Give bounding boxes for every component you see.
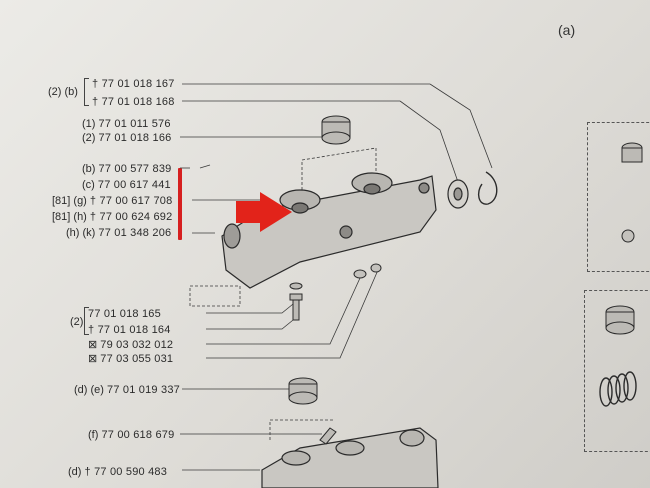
part-number: † 77 00 590 483 (84, 466, 168, 478)
red-arrow (236, 192, 292, 232)
part-number: † 77 00 617 708 (89, 195, 173, 207)
part-label: ⊠ 77 03 055 031 (88, 353, 173, 365)
label-prefix: [81] (h) (52, 211, 87, 223)
label-prefix: (d) (e) (74, 384, 104, 396)
part-number: 79 03 032 012 (100, 339, 174, 351)
dashed-guide (301, 147, 377, 190)
bleed-screw (289, 282, 303, 321)
part-label: † 77 01 018 164 (88, 324, 171, 336)
label-prefix: (d) (68, 466, 82, 478)
detail-box-top (587, 122, 650, 272)
part-label: (d) † 77 00 590 483 (68, 466, 167, 478)
dashed-guide (269, 419, 335, 440)
small-nut (353, 263, 382, 279)
part-label: (2) (b) (48, 86, 78, 98)
label-prefix: (2) (70, 316, 84, 328)
part-number: 77 01 011 576 (98, 118, 171, 130)
part-number: 77 01 018 165 (88, 308, 161, 320)
part-label: (2) (70, 316, 83, 328)
label-prefix: (1) (82, 118, 96, 130)
detail-spring (599, 371, 637, 407)
part-label: (1) 77 01 011 576 (82, 118, 171, 130)
label-prefix: [81] (g) (52, 195, 87, 207)
label-prefix: (c) (82, 179, 95, 191)
leader-line (199, 164, 211, 169)
label-prefix: (f) (88, 429, 99, 441)
leader-line (180, 123, 336, 138)
part-number: † 77 01 018 167 (92, 78, 175, 90)
part-number: 77 00 617 441 (97, 179, 171, 191)
lower-cylinder (261, 427, 439, 488)
detail-plug-bottom (605, 305, 635, 335)
detail-plug-top (621, 142, 643, 163)
part-number: † 77 00 624 692 (89, 211, 173, 223)
detail-spring-clip (621, 229, 635, 243)
bracket (84, 307, 89, 335)
part-label: (b) 77 00 577 839 (82, 163, 171, 175)
label-prefix: (h) (k) (66, 227, 96, 239)
washer (447, 179, 469, 209)
bracket (84, 78, 89, 106)
leader-line (206, 315, 299, 330)
sheet-reference: (a) (558, 22, 576, 38)
part-number: 77 00 577 839 (98, 163, 172, 175)
red-highlight-bar (178, 168, 182, 240)
part-label: † 77 01 018 167 (92, 78, 175, 90)
part-label: (c) 77 00 617 441 (82, 179, 171, 191)
label-prefix: (2) (82, 132, 96, 144)
part-label: (f) 77 00 618 679 (88, 429, 174, 441)
label-prefix: ⊠ (88, 339, 98, 351)
detail-box-bottom (584, 290, 650, 452)
label-prefix: (2) (b) (48, 86, 78, 98)
lower-plug (288, 377, 318, 405)
dashed-outline (189, 285, 241, 307)
pin (319, 427, 337, 445)
leader-line (206, 277, 361, 345)
part-label: (d) (e) 77 01 019 337 (74, 384, 180, 396)
part-label: [81] (h) † 77 00 624 692 (52, 211, 172, 223)
reservoir-plug (321, 115, 351, 145)
part-number: † 77 01 018 164 (88, 324, 171, 336)
part-label: (h) (k) 77 01 348 206 (66, 227, 171, 239)
leader-line (399, 100, 459, 183)
circlip (477, 171, 498, 205)
label-prefix: ⊠ (88, 353, 98, 365)
part-label: † 77 01 018 168 (92, 96, 175, 108)
master-cylinder (221, 172, 437, 289)
part-label: (2) 77 01 018 166 (82, 132, 171, 144)
part-number: 77 03 055 031 (100, 353, 174, 365)
part-number: 77 00 618 679 (101, 429, 175, 441)
part-number: 77 01 348 206 (98, 227, 172, 239)
leader-line (206, 299, 299, 314)
leader-line (206, 269, 379, 359)
part-label: [81] (g) † 77 00 617 708 (52, 195, 172, 207)
part-number: † 77 01 018 168 (92, 96, 175, 108)
label-prefix: (b) (82, 163, 96, 175)
part-number: 77 01 018 166 (98, 132, 172, 144)
part-label: ⊠ 79 03 032 012 (88, 339, 173, 351)
part-label: 77 01 018 165 (88, 308, 161, 320)
leader-line (429, 83, 493, 169)
part-number: 77 01 019 337 (107, 384, 180, 396)
